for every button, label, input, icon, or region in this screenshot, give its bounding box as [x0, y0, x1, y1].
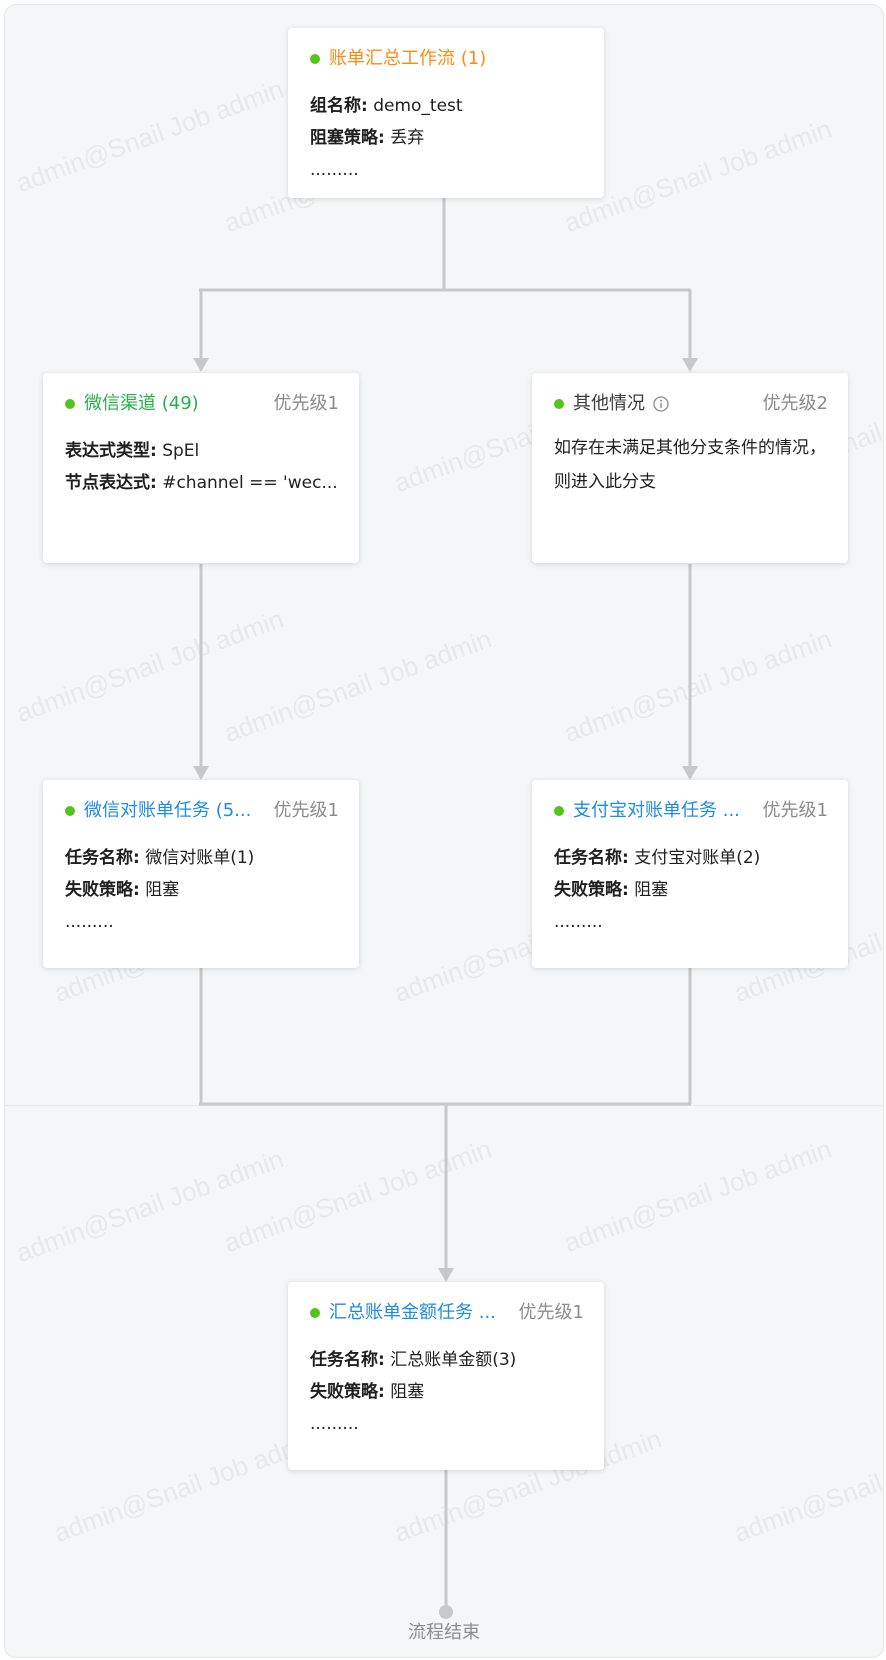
field-value: 丢弃 [390, 128, 425, 148]
field-key: 组名称: [310, 96, 368, 116]
more-ellipsis: ......... [310, 160, 359, 180]
task-title[interactable]: 微信对账单任务 (5... [84, 800, 252, 821]
workflow-root-card[interactable]: 账单汇总工作流 (1) 组名称: demo_test 阻塞策略: 丢弃 ....… [288, 28, 604, 198]
task-node-summary[interactable]: 汇总账单金额任务 ... 优先级1 任务名称: 汇总账单金额(3) 失败策略: … [288, 1282, 604, 1470]
status-dot [310, 1308, 320, 1318]
condition-title[interactable]: 微信渠道 (49) [84, 393, 199, 414]
field-key: 阻塞策略: [310, 128, 385, 148]
more-ellipsis: ......... [310, 1414, 359, 1434]
field-key: 任务名称: [554, 848, 629, 868]
end-node-dot [439, 1605, 453, 1619]
field-key: 失败策略: [554, 880, 629, 900]
condition-title[interactable]: 其他情况 [573, 393, 645, 414]
field-key: 任务名称: [65, 848, 140, 868]
field-value: 汇总账单金额(3) [390, 1350, 517, 1370]
arrow-head [682, 358, 698, 372]
field-value: 阻塞 [634, 880, 669, 900]
condition-node-other[interactable]: 其他情况 优先级2 如存在未满足其他分支条件的情况，则进入此分支 [532, 373, 848, 563]
priority-label: 优先级1 [273, 800, 339, 821]
priority-label: 优先级1 [518, 1302, 584, 1323]
info-icon[interactable] [653, 396, 669, 412]
priority-label: 优先级1 [762, 800, 828, 821]
field-value: 支付宝对账单(2) [634, 848, 761, 868]
field-value: 阻塞 [145, 880, 180, 900]
field-key: 节点表达式: [65, 473, 157, 493]
arrow-head [682, 766, 698, 780]
arrow-head [193, 358, 209, 372]
field-key: 表达式类型: [65, 441, 157, 461]
status-dot [554, 399, 564, 409]
more-ellipsis: ......... [65, 912, 114, 932]
priority-label: 优先级1 [273, 393, 339, 414]
status-dot [65, 806, 75, 816]
field-value: demo_test [373, 96, 463, 116]
status-dot [554, 806, 564, 816]
task-title[interactable]: 汇总账单金额任务 ... [329, 1302, 496, 1323]
more-ellipsis: ......... [554, 912, 603, 932]
field-key: 任务名称: [310, 1350, 385, 1370]
condition-node-wechat[interactable]: 微信渠道 (49) 优先级1 表达式类型: SpEl 节点表达式: #chann… [43, 373, 359, 563]
field-value: SpEl [162, 441, 200, 461]
field-value: #channel == 'wec... [162, 473, 338, 493]
arrow-head [438, 1268, 454, 1282]
status-dot [65, 399, 75, 409]
task-node-wechat[interactable]: 微信对账单任务 (5... 优先级1 任务名称: 微信对账单(1) 失败策略: … [43, 780, 359, 968]
workflow-title[interactable]: 账单汇总工作流 (1) [329, 48, 487, 69]
task-title[interactable]: 支付宝对账单任务 ... [573, 800, 740, 821]
condition-description: 如存在未满足其他分支条件的情况，则进入此分支 [554, 438, 826, 492]
flow-end-label: 流程结束 [408, 1622, 480, 1643]
status-dot [310, 54, 320, 64]
field-key: 失败策略: [310, 1382, 385, 1402]
priority-label: 优先级2 [762, 393, 828, 414]
field-value: 阻塞 [390, 1382, 425, 1402]
field-key: 失败策略: [65, 880, 140, 900]
field-value: 微信对账单(1) [145, 848, 255, 868]
task-node-alipay[interactable]: 支付宝对账单任务 ... 优先级1 任务名称: 支付宝对账单(2) 失败策略: … [532, 780, 848, 968]
arrow-head [193, 766, 209, 780]
